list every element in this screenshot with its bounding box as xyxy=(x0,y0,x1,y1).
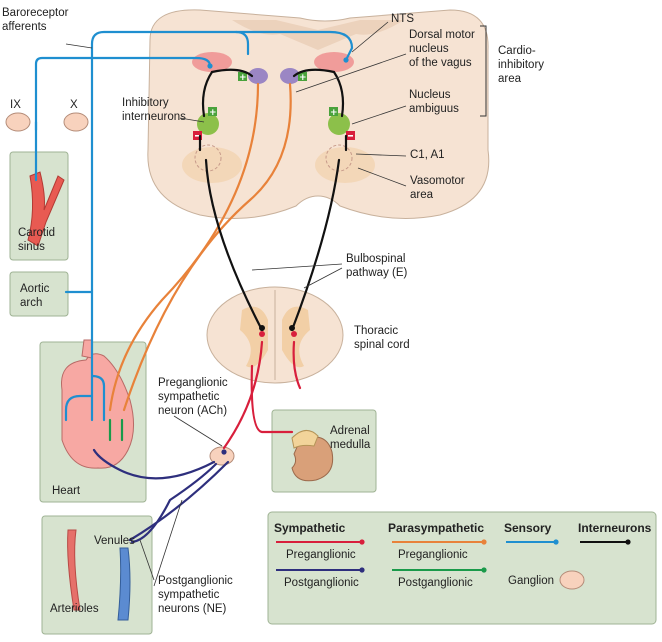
sympathetic-ganglion xyxy=(209,446,235,466)
label-line: afferents xyxy=(2,21,47,33)
vessels-box xyxy=(41,515,153,635)
label-line: Postganglionic xyxy=(158,575,233,587)
label-line: pathway (E) xyxy=(346,267,408,279)
legend-interneurons-heading: Interneurons xyxy=(578,521,652,535)
label-line: sympathetic xyxy=(158,391,220,403)
nerve-ix-label: IX xyxy=(10,99,21,111)
label-line: Dorsal motor xyxy=(409,29,475,41)
nts-label: NTS xyxy=(391,13,414,25)
ganglion-ix xyxy=(5,112,31,132)
arterioles-label: Arterioles xyxy=(50,603,99,615)
label-line: Baroreceptor xyxy=(2,7,69,19)
kidney-image xyxy=(291,436,334,482)
label-line: sympathetic xyxy=(158,589,220,601)
label-line: area xyxy=(410,189,434,201)
arteriole-image xyxy=(67,529,81,611)
label-line: ambiguus xyxy=(409,103,459,115)
label-line: Adrenal xyxy=(330,425,370,437)
label-line: spinal cord xyxy=(354,339,410,351)
svg-text:+: + xyxy=(330,108,338,118)
heart-label: Heart xyxy=(52,485,81,497)
ganglion-x xyxy=(63,112,89,132)
venule-image xyxy=(117,547,131,621)
dorsal-motor-nucleus-left xyxy=(248,68,268,84)
label-line: neuron (ACh) xyxy=(158,405,227,417)
legend-ganglion: Ganglion xyxy=(508,575,554,587)
carotid-artery-image xyxy=(27,171,65,247)
leader-lines xyxy=(65,21,407,587)
label-line: nucleus xyxy=(409,43,449,55)
label-line: neurons (NE) xyxy=(158,603,227,615)
label-line: medulla xyxy=(330,439,371,451)
label-line: Thoracic xyxy=(354,325,398,337)
adrenal-medulla-label: Adrenal medulla xyxy=(330,425,371,451)
label-line: Preganglionic xyxy=(158,377,228,389)
carotid-sinus-label: Carotid sinus xyxy=(18,227,55,253)
label-line: sinus xyxy=(18,241,45,253)
label-line: Nucleus xyxy=(409,89,451,101)
nerve-x-label: X xyxy=(70,99,78,111)
legend-sensory-heading: Sensory xyxy=(504,521,552,535)
thoracic-spinal-cord xyxy=(206,286,344,384)
nucleus-ambiguus-right xyxy=(328,113,350,135)
c1-a1-label: C1, A1 xyxy=(410,149,445,161)
nucleus-ambiguus-label: Nucleus ambiguus xyxy=(409,89,459,115)
label-line: Vasomotor xyxy=(410,175,465,187)
svg-text:+: + xyxy=(299,73,307,83)
bulbospinal-pathway-label: Bulbospinal pathway (E) xyxy=(346,253,408,279)
nts-nucleus-right xyxy=(314,52,354,72)
label-line: Bulbospinal xyxy=(346,253,405,265)
label-line: inhibitory xyxy=(498,59,544,71)
svg-text:+: + xyxy=(209,108,217,118)
nts-nucleus-left xyxy=(192,52,232,72)
legend-parasympathetic-pre: Preganglionic xyxy=(398,549,468,561)
preganglionic-sympathetic-label: Preganglionic sympathetic neuron (ACh) xyxy=(158,377,228,417)
inhibitory-interneurons-label: Inhibitory interneurons xyxy=(122,97,186,123)
label-line: Aortic xyxy=(20,283,50,295)
dorsal-motor-nucleus-right xyxy=(280,68,300,84)
thoracic-spinal-cord-label: Thoracic spinal cord xyxy=(354,325,410,351)
label-line: Cardio- xyxy=(498,45,536,57)
legend-sympathetic-post: Postganglionic xyxy=(284,577,359,589)
label-line: interneurons xyxy=(122,111,186,123)
label-line: Carotid xyxy=(18,227,55,239)
aortic-arch-label: Aortic arch xyxy=(20,283,50,309)
aortic-arch-box xyxy=(9,271,69,317)
svg-text:+: + xyxy=(239,73,247,83)
legend-sympathetic-heading: Sympathetic xyxy=(274,521,346,535)
nerve-endings xyxy=(207,57,349,455)
baroreceptor-afferents-label: Baroreceptor afferents xyxy=(2,7,69,33)
cardioinhibitory-area-label: Cardio- inhibitory area xyxy=(498,45,544,85)
medulla-section: + + + + xyxy=(147,9,490,219)
vasomotor-area-label: Vasomotor area xyxy=(410,175,465,201)
dorsal-motor-nucleus-label: Dorsal motor nucleus of the vagus xyxy=(409,29,475,69)
label-line: arch xyxy=(20,297,42,309)
legend-parasympathetic-heading: Parasympathetic xyxy=(388,521,484,535)
legend-parasympathetic-post: Postganglionic xyxy=(398,577,473,589)
legend-ganglion-swatch xyxy=(559,570,585,590)
label-line: Inhibitory xyxy=(122,97,169,109)
nerve-pathways xyxy=(34,30,354,544)
cardioinhibitory-bracket xyxy=(480,25,487,117)
label-line: area xyxy=(498,73,522,85)
nucleus-ambiguus-left xyxy=(197,113,219,135)
legend-sympathetic-pre: Preganglionic xyxy=(286,549,356,561)
venules-label: Venules xyxy=(94,535,135,547)
postganglionic-sympathetic-label: Postganglionic sympathetic neurons (NE) xyxy=(158,575,233,615)
legend: Sympathetic Preganglionic Postganglionic… xyxy=(267,511,657,625)
label-line: of the vagus xyxy=(409,57,472,69)
